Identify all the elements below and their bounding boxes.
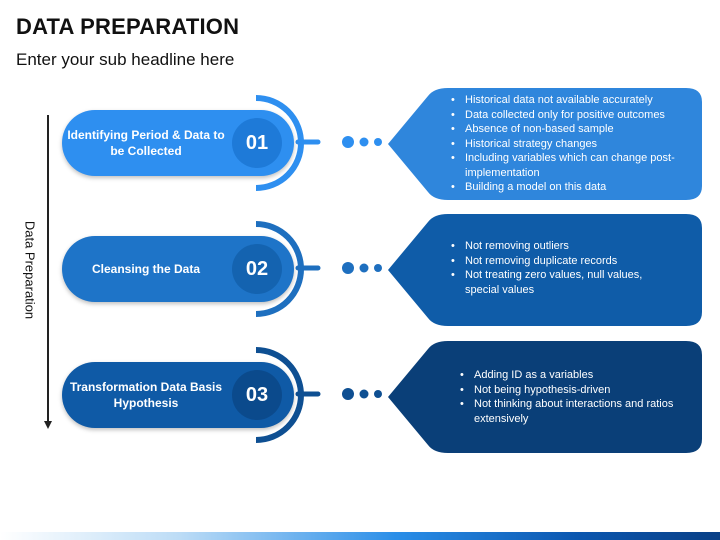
step-3-dot-medium (359, 389, 369, 399)
step-2-bullet: Not treating zero values, null values, s… (447, 268, 645, 297)
step-2-bullets: Not removing outliers Not removing dupli… (447, 239, 687, 297)
step-2-dot-small (374, 264, 382, 272)
step-2-dot-medium (359, 263, 369, 273)
step-3-bullet: Not being hypothesis-driven (456, 383, 686, 398)
step-1-bullets: Historical data not available accurately… (447, 93, 697, 195)
step-3-bullets: Adding ID as a variables Not being hypot… (456, 368, 686, 426)
step-3-bullet: Adding ID as a variables (456, 368, 686, 383)
step-1-bullet: Building a model on this data (447, 180, 697, 195)
step-3-bullet: Not thinking about interactions and rati… (456, 397, 674, 426)
step-1-number: 01 (232, 118, 282, 168)
step-1-pill: Identifying Period & Data to be Collecte… (62, 110, 294, 176)
step-1-bullet: Including variables which can change pos… (447, 151, 697, 180)
step-3-dot-small (374, 390, 382, 398)
step-1-dot-small (374, 138, 382, 146)
step-2-dot-large (342, 262, 354, 274)
step-1-bullet: Historical data not available accurately (447, 93, 697, 108)
side-axis-arrow (44, 421, 52, 429)
step-1-dot-medium (359, 137, 369, 147)
step-1-bullet: Historical strategy changes (447, 137, 697, 152)
step-2-number: 02 (232, 244, 282, 294)
step-2-bullet: Not removing duplicate records (447, 254, 687, 269)
step-1-bullet: Absence of non-based sample (447, 122, 697, 137)
step-1-dot-large (342, 136, 354, 148)
step-3-pill: Transformation Data Basis Hypothesis 03 (62, 362, 294, 428)
step-1-bullet: Data collected only for positive outcome… (447, 108, 697, 123)
bottom-gradient-bar (0, 532, 720, 540)
step-2-pill: Cleansing the Data 02 (62, 236, 294, 302)
page-subtitle: Enter your sub headline here (16, 50, 235, 69)
step-3-number: 03 (232, 370, 282, 420)
step-2-bullet: Not removing outliers (447, 239, 687, 254)
step-3-dot-large (342, 388, 354, 400)
step-3-label: Transformation Data Basis Hypothesis (69, 379, 223, 410)
side-axis-line (47, 115, 49, 423)
page-title: DATA PREPARATION (16, 14, 240, 39)
step-1-label: Identifying Period & Data to be Collecte… (67, 127, 225, 158)
step-2-label: Cleansing the Data (91, 261, 201, 276)
